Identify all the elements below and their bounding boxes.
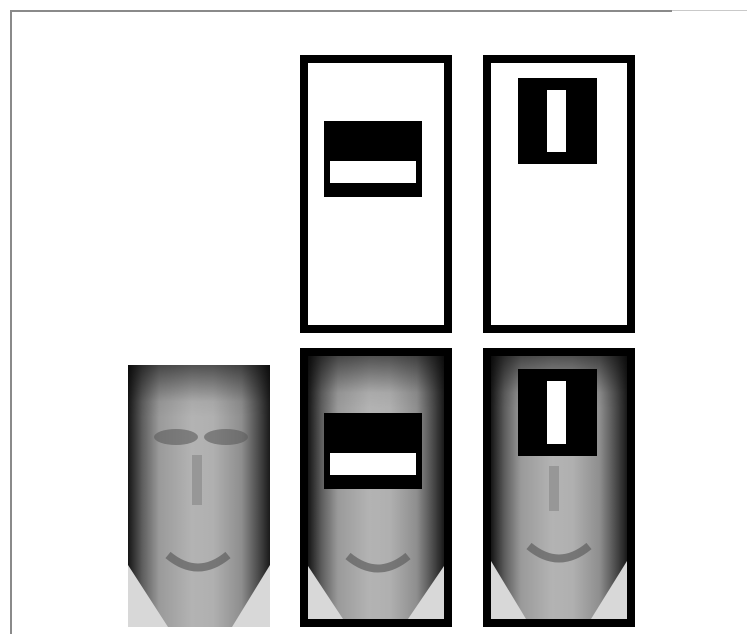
face-image-plain xyxy=(128,365,270,627)
frame-top-right-line xyxy=(672,10,747,11)
face-image-horizontal-feature xyxy=(300,348,452,627)
face-image-vertical-feature xyxy=(483,348,635,627)
frame-top-line xyxy=(10,10,672,12)
feature-template-vertical xyxy=(483,55,635,333)
feature-light-region xyxy=(547,381,566,444)
face-features-svg xyxy=(128,365,270,627)
feature-light-region xyxy=(547,90,566,152)
feature-dark-region xyxy=(324,413,422,489)
feature-light-region xyxy=(330,453,416,475)
feature-template-horizontal xyxy=(300,55,452,333)
feature-light-region xyxy=(330,161,416,183)
frame-left-line xyxy=(10,10,12,634)
feature-dark-region xyxy=(324,121,422,197)
